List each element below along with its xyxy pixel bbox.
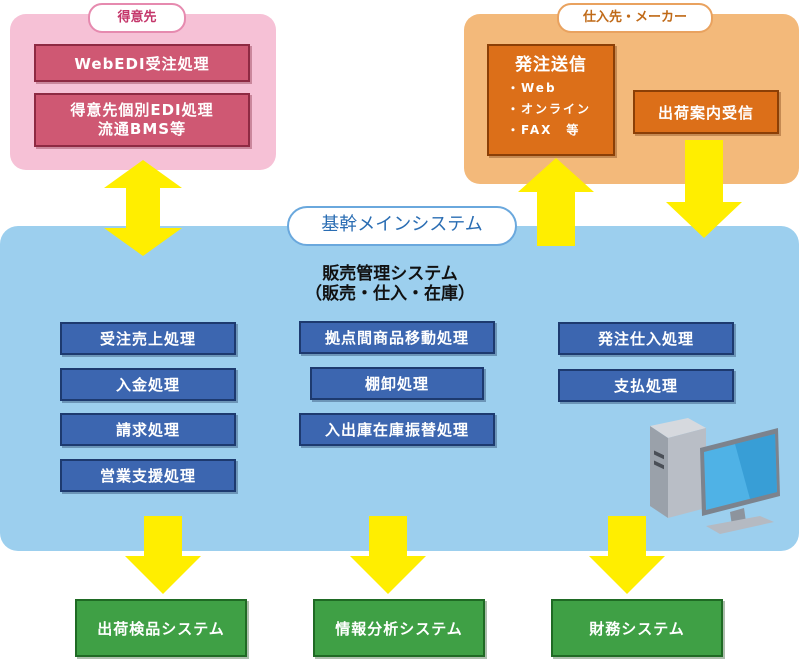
info-analysis-label: 情報分析システム (335, 619, 463, 638)
sales-system-title: 販売管理システム （販売・仕入・在庫） (270, 264, 510, 304)
customers-label: 得意先 (88, 3, 186, 33)
customer-core-arrow (104, 160, 182, 256)
inventory-count-label: 棚卸処理 (364, 375, 429, 393)
sales-support-label: 営業支援処理 (99, 467, 196, 485)
finance-system-arrow (589, 516, 665, 594)
billing-box: 請求処理 (60, 413, 236, 446)
transfer-label: 拠点間商品移動処理 (324, 329, 469, 347)
webedi-order-box: WebEDI受注処理 (34, 44, 250, 82)
inventory-count-box: 棚卸処理 (310, 367, 484, 400)
shipping-notice-down-arrow (666, 140, 742, 238)
shipping-notice-label: 出荷案内受信 (657, 103, 754, 122)
analysis-system-arrow (350, 516, 426, 594)
suppliers-label: 仕入先・メーカー (557, 3, 713, 33)
send-item-web: ・Web (507, 81, 557, 95)
send-item-fax: ・FAX 等 (507, 123, 581, 137)
shipping-inspection-label: 出荷検品システム (97, 619, 225, 638)
stock-transfer-box: 入出庫在庫振替処理 (299, 413, 495, 446)
billing-label: 請求処理 (115, 421, 180, 439)
customer-edi-label: 得意先個別EDI処理 (70, 101, 214, 119)
info-analysis-box: 情報分析システム (313, 599, 485, 657)
finance-label: 財務システム (589, 619, 685, 638)
shipping-inspection-box: 出荷検品システム (75, 599, 247, 657)
customer-edi-box: 得意先個別EDI処理 流通BMS等 (34, 93, 250, 147)
purchase-order-box: 発注仕入処理 (558, 322, 734, 355)
finance-box: 財務システム (551, 599, 723, 657)
webedi-order-label: WebEDI受注処理 (74, 54, 210, 73)
send-item-online: ・オンライン (507, 102, 592, 116)
transfer-box: 拠点間商品移動処理 (299, 321, 495, 354)
sales-support-box: 営業支援処理 (60, 459, 236, 492)
core-system-label: 基幹メインシステム (287, 206, 517, 246)
payment-receipt-label: 入金処理 (115, 376, 180, 394)
payment-receipt-box: 入金処理 (60, 368, 236, 401)
payment-box: 支払処理 (558, 369, 734, 402)
order-sales-label: 受注売上処理 (99, 330, 196, 348)
order-send-up-arrow (518, 158, 594, 246)
sales-system-title-line2: （販売・仕入・在庫） (305, 284, 475, 304)
shipping-notice-box: 出荷案内受信 (633, 90, 779, 134)
order-send-box: 発注送信 ・Web ・オンライン ・FAX 等 (487, 44, 615, 156)
stock-transfer-label: 入出庫在庫振替処理 (324, 421, 469, 439)
order-sales-box: 受注売上処理 (60, 322, 236, 355)
payment-label: 支払処理 (613, 377, 678, 395)
bms-label: 流通BMS等 (97, 120, 187, 138)
order-send-title: 発注送信 (515, 55, 587, 75)
purchase-order-label: 発注仕入処理 (597, 330, 694, 348)
shipping-system-arrow (125, 516, 201, 594)
sales-system-title-line1: 販売管理システム (322, 264, 458, 284)
computer-icon (650, 418, 780, 534)
